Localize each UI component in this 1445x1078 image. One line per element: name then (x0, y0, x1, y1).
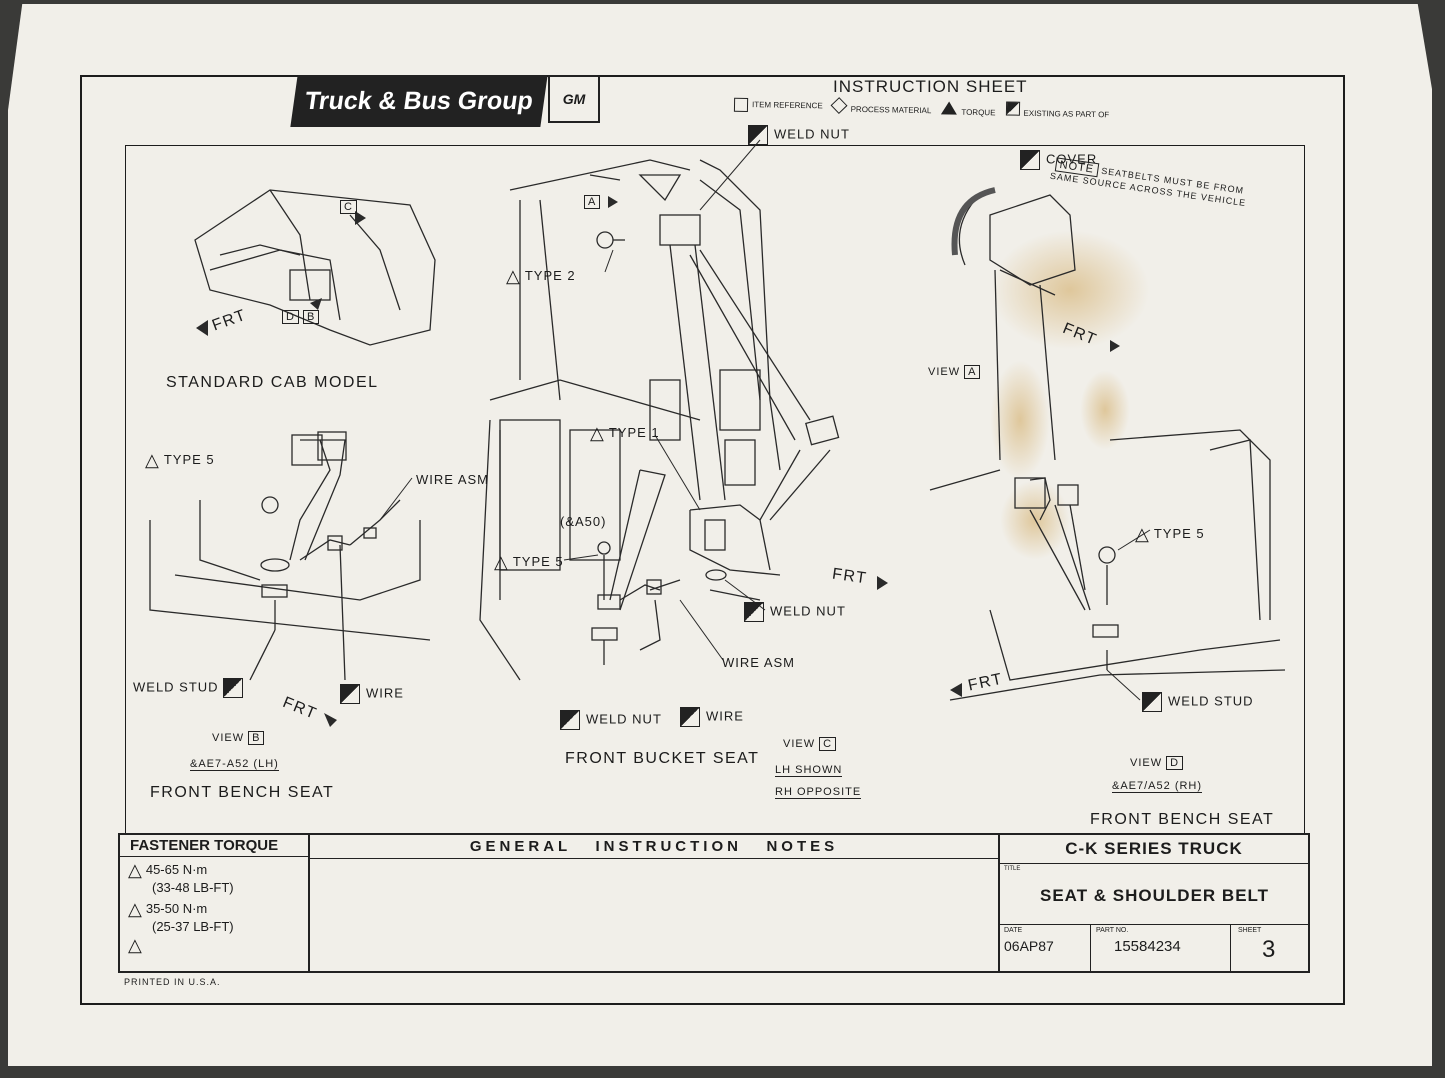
type5-label-middle: △TYPE 5 (494, 552, 564, 572)
fastener-torque-title: FASTENER TORQUE (120, 835, 308, 857)
type5-label-right: △TYPE 5 (1135, 524, 1205, 544)
front-bench-seat-left: FRONT BENCH SEAT (150, 784, 335, 801)
type1-label: △TYPE 1 (590, 423, 660, 443)
existing-part-icon (744, 602, 764, 622)
sheet-number: 3 (1262, 936, 1276, 963)
wire-label-middle: WIRE (680, 707, 744, 727)
date-cell: DATE 06AP87 (1000, 925, 1091, 971)
torque-2-icon: △ (1135, 524, 1150, 544)
weld-stud-label-right: WELD STUD (1142, 692, 1254, 712)
wire-asm-label-left: WIRE ASM (416, 472, 490, 487)
wire-asm-label-middle: WIRE ASM (722, 655, 796, 670)
weld-nut-label-bottom: WELD NUT (560, 710, 662, 730)
ref-c-label: C (336, 198, 357, 214)
date-part-sheet-row: DATE 06AP87 PART NO. 15584234 SHEET 3 (1000, 925, 1308, 971)
title-block: FASTENER TORQUE △45-65 N·m (33-48 LB-FT)… (118, 833, 1310, 973)
torque-1-icon: △ (506, 266, 521, 286)
title-cell: TITLE SEAT & SHOULDER BELT (1000, 864, 1308, 925)
sheet-border (80, 75, 1345, 1005)
torque-3-icon: △ (128, 935, 142, 956)
torque-2-icon: △ (494, 552, 509, 572)
type2-label: △TYPE 2 (506, 266, 576, 286)
general-notes-panel: GENERAL INSTRUCTION NOTES (310, 835, 1000, 971)
torque-1-icon: △ (590, 423, 605, 443)
gm-logo: GM (548, 75, 600, 123)
torque-2-icon: △ (128, 899, 142, 920)
existing-part-icon (748, 125, 768, 145)
instruction-sheet-paper (8, 4, 1432, 1066)
weld-stud-label-left: WELD STUD (133, 678, 249, 698)
weld-nut-label-top: WELD NUT (748, 125, 850, 145)
series-label: C-K SERIES TRUCK (1000, 835, 1308, 864)
stain (1080, 370, 1130, 450)
torque-3-spec: △ (120, 935, 308, 956)
date-value: 06AP87 (1004, 938, 1054, 954)
torque-1-icon: △ (128, 860, 142, 881)
torque-1-spec: △45-65 N·m (33-48 LB-FT) (128, 860, 234, 896)
part-cell: PART NO. 15584234 (1090, 925, 1231, 971)
fastener-torque-panel: FASTENER TORQUE △45-65 N·m (33-48 LB-FT)… (120, 835, 310, 971)
drawing-title: SEAT & SHOULDER BELT (1040, 886, 1270, 905)
view-d-sub: &AE7/A52 (RH) (1112, 780, 1203, 793)
ref-a-label: A (580, 193, 601, 209)
drawing-border (125, 145, 1305, 835)
a50-label: (&A50) (560, 514, 607, 529)
wire-label-left: WIRE (340, 684, 404, 704)
view-b-sub: &AE7-A52 (LH) (190, 758, 279, 771)
torque-2-icon: △ (145, 450, 160, 470)
existing-part-icon (340, 684, 360, 704)
general-notes-title: GENERAL INSTRUCTION NOTES (310, 835, 998, 859)
sheet-cell: SHEET 3 (1232, 925, 1308, 971)
existing-part-icon (560, 710, 580, 730)
part-number: 15584234 (1114, 938, 1181, 955)
weld-nut-label-middle: WELD NUT (744, 602, 846, 622)
type5-label-left: △TYPE 5 (145, 450, 215, 470)
instruction-sheet-title: INSTRUCTION SHEET (833, 77, 1028, 96)
existing-part-icon (1142, 692, 1162, 712)
standard-cab-model-label: STANDARD CAB MODEL (166, 374, 379, 391)
view-c-sub1: LH SHOWN (775, 764, 843, 777)
cover-label: COVER (1020, 150, 1097, 170)
existing-part-icon (680, 707, 700, 727)
view-c-sub2: RH OPPOSITE (775, 786, 862, 799)
torque-2-spec: △35-50 N·m (25-37 LB-FT) (128, 899, 234, 935)
existing-part-icon (1020, 150, 1040, 170)
front-bench-seat-right: FRONT BENCH SEAT (1090, 811, 1275, 828)
drawing-info-panel: C-K SERIES TRUCK TITLE SEAT & SHOULDER B… (1000, 835, 1308, 971)
front-bucket-seat-label: FRONT BUCKET SEAT (565, 750, 760, 767)
printed-in-usa: PRINTED IN U.S.A. (124, 977, 221, 987)
stain (990, 230, 1150, 350)
existing-part-icon (223, 678, 244, 698)
